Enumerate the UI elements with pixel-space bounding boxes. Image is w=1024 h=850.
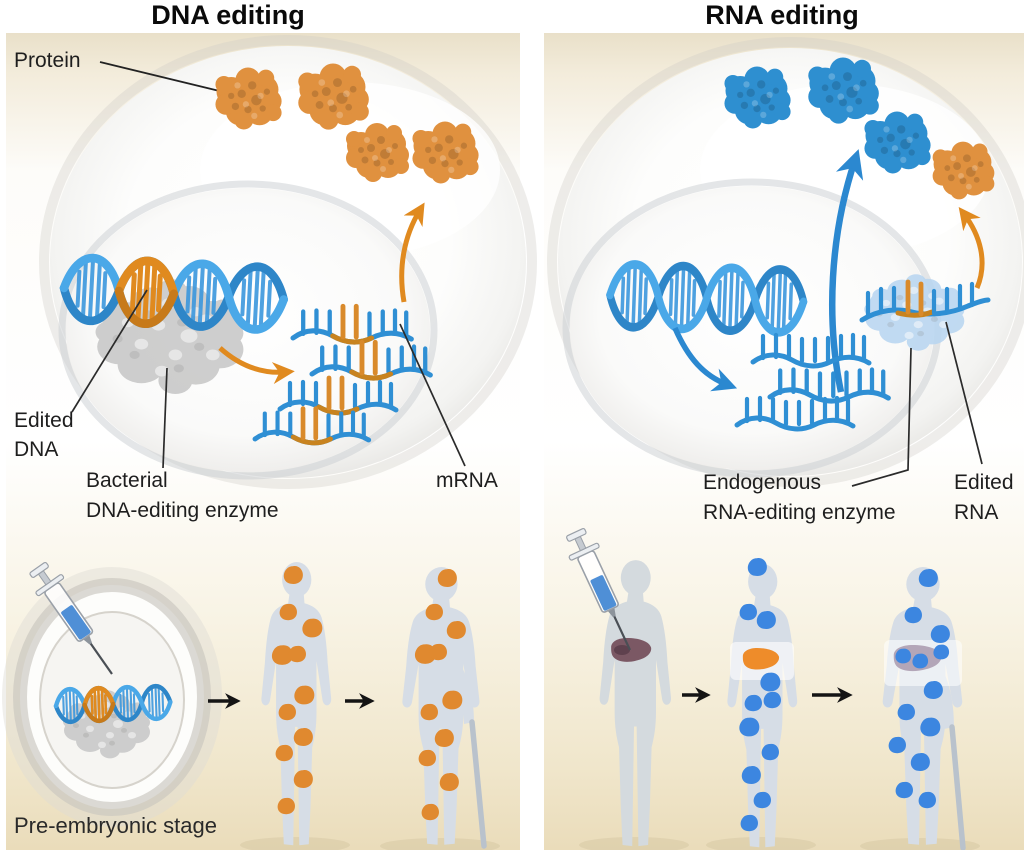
left-cell-illustration [39,35,537,489]
edited-dna-label-line2: DNA [14,438,59,461]
endogenous-enzyme-label-line2: RNA-editing enzyme [703,501,896,524]
right-label-connectors [851,321,983,487]
cane-icon-right [949,724,966,850]
ground-shadows-right [579,837,980,850]
embryo-egg-illustration [2,567,222,827]
ground-shadows-left [240,837,500,850]
transcription-arrow-right [672,326,738,392]
elderly-silhouette-left [402,567,487,849]
left-label-connectors [71,289,466,469]
endogenous-enzyme-label-line1: Endogenous [703,471,821,494]
translation-arrow-orange-right [958,206,985,289]
edited-rna-label-line1: Edited [954,471,1014,494]
bacterial-enzyme-label-line2: DNA-editing enzyme [86,499,279,522]
bacterial-enzyme-label-line1: Bacterial [86,469,168,492]
cane-icon-left [469,719,487,849]
liver-lobe-shading [614,645,630,655]
edited-rna-label-line2: RNA [954,501,999,524]
protein-label: Protein [14,49,81,72]
edited-rna-strand [859,279,991,323]
transcription-arrow-left [218,346,295,385]
left-panel-title: DNA editing [151,0,305,30]
edited-translation-arrow-blue [828,149,864,393]
edited-dna-label-line1: Edited [14,409,74,432]
pre-embryonic-stage-label: Pre-embryonic stage [14,813,217,838]
right-panel-title: RNA editing [705,0,859,30]
translation-arrow-left [399,202,425,303]
mrna-label: mRNA [436,469,498,492]
